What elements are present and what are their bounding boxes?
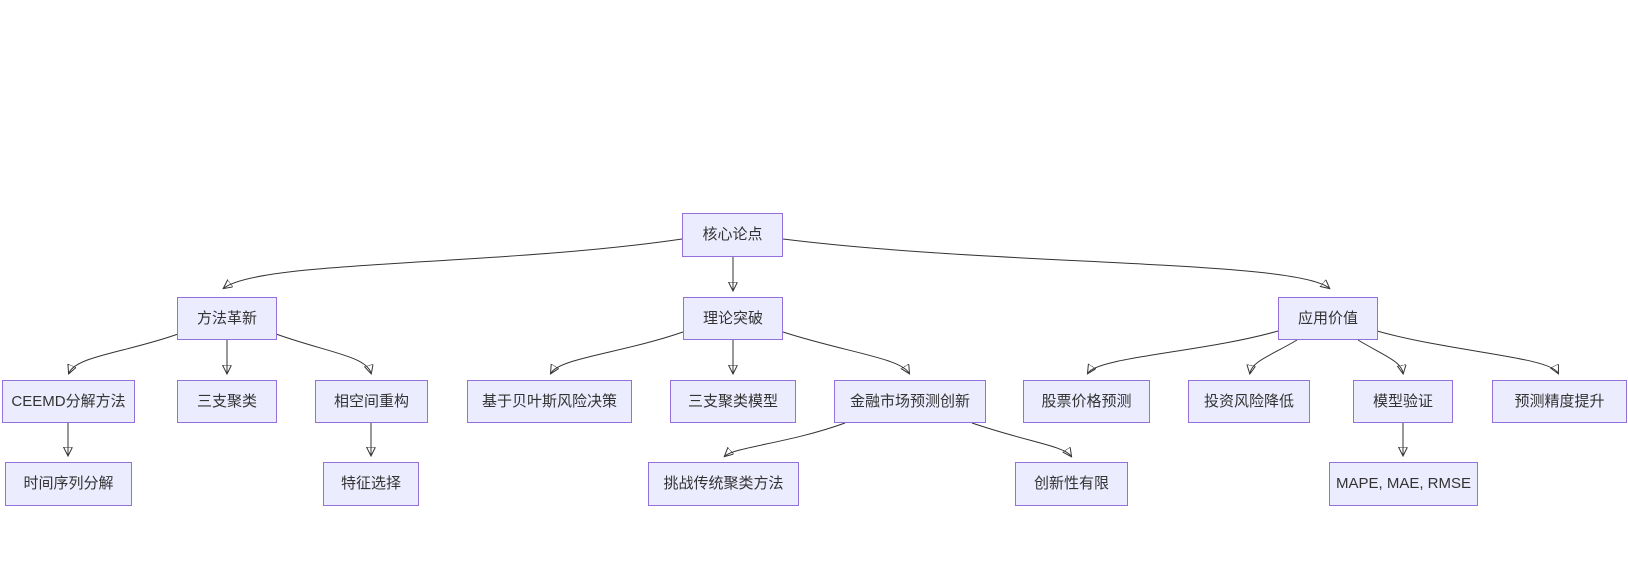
node-phase-space-reconstruction: 相空间重构 [315, 380, 428, 423]
node-investment-risk-reduction: 投资风险降低 [1188, 380, 1310, 423]
node-challenge-traditional-clustering: 挑战传统聚类方法 [648, 462, 799, 506]
edge-application-to-invest [1250, 339, 1298, 373]
edge-finmarket-to-limited [971, 422, 1071, 456]
node-method-innovation: 方法革新 [177, 297, 277, 340]
node-model-validation: 模型验证 [1353, 380, 1453, 423]
edge-method-to-phasespace [275, 333, 371, 373]
node-limited-novelty: 创新性有限 [1015, 462, 1128, 506]
node-three-way-clustering: 三支聚类 [177, 380, 277, 423]
node-three-way-clustering-model: 三支聚类模型 [670, 380, 796, 423]
edge-method-to-ceemd [69, 333, 179, 373]
edge-application-to-precision [1376, 330, 1558, 373]
node-bayesian-risk-decision: 基于贝叶斯风险决策 [467, 380, 632, 423]
edge-core-to-method [224, 238, 683, 288]
node-evaluation-metrics: MAPE, MAE, RMSE [1329, 462, 1478, 506]
edge-theory-to-finmarket [782, 331, 909, 373]
edge-theory-to-bayesian [551, 331, 684, 373]
node-financial-market-forecast-innovation: 金融市场预测创新 [834, 380, 986, 423]
node-stock-price-prediction: 股票价格预测 [1023, 380, 1150, 423]
node-forecast-accuracy-improvement: 预测精度提升 [1492, 380, 1627, 423]
edge-application-to-modelvalid [1357, 339, 1403, 373]
node-theory-breakthrough: 理论突破 [683, 297, 783, 340]
node-time-series-decomposition: 时间序列分解 [5, 462, 132, 506]
node-core-thesis: 核心论点 [682, 213, 783, 257]
node-ceemd-decomposition: CEEMD分解方法 [2, 380, 135, 423]
edge-application-to-stock [1088, 330, 1279, 373]
node-feature-selection: 特征选择 [323, 462, 419, 506]
edge-finmarket-to-challenge [725, 422, 846, 456]
node-application-value: 应用价值 [1278, 297, 1378, 340]
edge-core-to-application [782, 238, 1329, 288]
